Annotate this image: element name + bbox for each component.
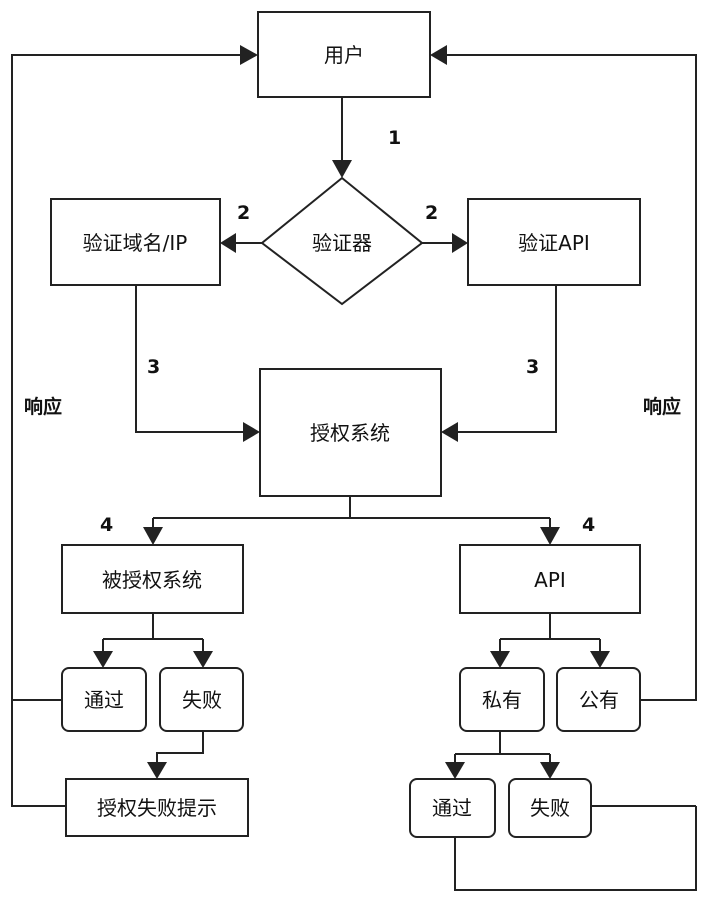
node-verify-api-label: 验证API <box>518 231 590 255</box>
node-verify-api: 验证API <box>467 198 641 286</box>
step-1-label: 1 <box>388 127 401 149</box>
node-public: 公有 <box>556 667 641 732</box>
node-left-fail: 失败 <box>159 667 244 732</box>
node-validator: 验证器 <box>260 176 424 306</box>
arrowhead-down <box>540 527 560 545</box>
edge-right-response <box>447 54 697 891</box>
arrowhead-down <box>93 651 113 668</box>
node-private-label: 私有 <box>482 688 522 712</box>
nodes: 用户 验证器 验证域名/IP 验证API 授权系统 被授权系统 API <box>50 11 641 838</box>
node-private: 私有 <box>459 667 545 732</box>
node-left-fail-label: 失败 <box>182 688 222 712</box>
edge-left-response <box>11 54 240 807</box>
edge-auth-split <box>152 496 551 527</box>
step-4-right-label: 4 <box>582 514 595 536</box>
arrowhead-down <box>445 762 465 779</box>
node-auth-system-label: 授权系统 <box>310 421 390 445</box>
node-api: API <box>459 544 641 614</box>
arrowhead-left <box>441 422 458 442</box>
node-verify-domain-label: 验证域名/IP <box>83 231 188 255</box>
response-right-label: 响应 <box>643 395 681 418</box>
node-right-fail: 失败 <box>508 778 592 838</box>
node-api-label: API <box>534 568 566 592</box>
edge-api-verify-to-auth <box>458 285 557 433</box>
node-public-label: 公有 <box>579 688 619 712</box>
arrowhead-down <box>193 651 213 668</box>
arrowhead-down <box>147 762 167 779</box>
arrowhead-left <box>220 233 236 253</box>
step-2-left-label: 2 <box>237 202 250 224</box>
edge-authorized-split <box>102 613 204 651</box>
node-auth-system: 授权系统 <box>259 368 442 497</box>
connectors <box>11 45 697 891</box>
edge-domain-to-auth <box>135 285 243 433</box>
step-4-left-label: 4 <box>100 514 113 536</box>
arrowhead-right <box>452 233 468 253</box>
node-authorized-system-label: 被授权系统 <box>102 568 202 592</box>
node-right-pass-label: 通过 <box>432 796 472 820</box>
arrowhead-right <box>243 422 260 442</box>
node-user: 用户 <box>257 11 431 98</box>
arrowhead-down <box>332 160 352 178</box>
node-validator-label: 验证器 <box>312 231 372 255</box>
step-2-right-label: 2 <box>425 202 438 224</box>
arrowhead-down <box>590 651 610 668</box>
node-verify-domain: 验证域名/IP <box>50 198 221 286</box>
step-3-left-label: 3 <box>147 356 160 378</box>
response-left-label: 响应 <box>24 395 62 418</box>
arrowhead-down <box>143 527 163 545</box>
node-left-pass-label: 通过 <box>84 688 124 712</box>
arrowhead-down <box>540 762 560 779</box>
step-3-right-label: 3 <box>526 356 539 378</box>
arrowhead-left <box>430 45 447 65</box>
edge-private-split <box>454 731 551 762</box>
node-left-pass: 通过 <box>61 667 147 732</box>
arrowhead-down <box>490 651 510 668</box>
edge-fail-to-message <box>156 731 204 762</box>
node-auth-fail-message: 授权失败提示 <box>65 778 249 837</box>
edge-api-split <box>499 613 601 651</box>
node-authorized-system: 被授权系统 <box>61 544 244 614</box>
node-auth-fail-message-label: 授权失败提示 <box>97 796 217 820</box>
edge-labels: 1 2 2 3 3 4 4 响应 响应 <box>24 127 681 536</box>
arrowhead-right <box>240 45 258 65</box>
node-right-fail-label: 失败 <box>530 796 570 820</box>
node-user-label: 用户 <box>324 43 364 67</box>
node-right-pass: 通过 <box>409 778 496 838</box>
